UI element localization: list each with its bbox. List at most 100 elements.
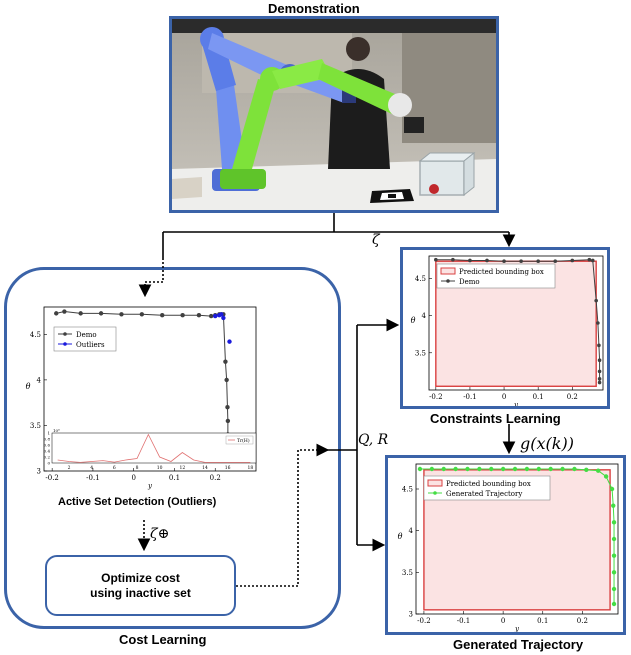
x-tick-label: -0.2: [417, 617, 431, 625]
x-axis-label: y: [514, 625, 520, 632]
data-point: [590, 258, 595, 263]
inset-x-tick-label: 2: [68, 465, 71, 471]
optimize-cost-box: Optimize cost using inactive set: [45, 555, 236, 616]
data-point: [611, 586, 617, 592]
legend-box: [53, 326, 117, 352]
data-point: [587, 257, 592, 262]
x-tick-label: -0.1: [86, 474, 100, 482]
y-tick-label: 3.5: [415, 349, 426, 357]
data-point: [221, 315, 226, 321]
data-point: [98, 311, 104, 316]
data-point: [595, 468, 601, 473]
x-axis-label: y: [147, 482, 153, 490]
y-axis-label: θ: [26, 382, 31, 391]
data-point: [429, 466, 435, 472]
inset-y-tick-label: 0.8: [44, 437, 51, 442]
zeta-plus-label: ζ⊕: [150, 526, 170, 542]
optimize-line-2: using inactive set: [90, 585, 191, 600]
x-tick-label: 0.2: [567, 393, 578, 401]
data-point: [548, 466, 553, 472]
arrow-into-cost: [138, 262, 164, 298]
legend-label: Demo: [459, 278, 480, 286]
y-tick-label: 4: [409, 527, 414, 535]
data-point: [208, 313, 214, 319]
arrow-demo-split: [162, 213, 516, 260]
cost-learning-title: Cost Learning: [119, 632, 207, 647]
data-point: [119, 312, 124, 317]
x-tick-label: 0.1: [169, 474, 180, 482]
legend-marker: [63, 332, 67, 336]
data-point: [609, 486, 615, 492]
inset-x-tick-label: 10: [157, 465, 163, 471]
data-point: [536, 466, 541, 472]
y-tick-label: 3: [37, 468, 41, 476]
y-axis-label: θ: [411, 316, 416, 325]
data-point: [597, 343, 601, 348]
legend-marker: [63, 342, 67, 346]
data-point: [451, 257, 455, 262]
demonstration-photo: [169, 16, 499, 213]
data-point: [224, 377, 229, 383]
legend-label: Predicted bounding box: [459, 268, 544, 276]
data-point: [536, 259, 540, 264]
data-point: [512, 466, 518, 472]
data-point: [417, 466, 423, 472]
demonstration-title: Demonstration: [268, 1, 360, 16]
data-point: [500, 466, 506, 472]
x-axis-label: y: [513, 401, 519, 406]
fiducial-marker-icon: [370, 189, 414, 203]
data-point: [465, 466, 470, 472]
legend-box: [423, 475, 551, 501]
data-point: [597, 369, 602, 374]
data-point: [213, 313, 218, 319]
data-point: [227, 339, 232, 344]
y-tick-label: 3.5: [402, 569, 413, 577]
data-point: [139, 312, 145, 317]
legend-marker: [446, 279, 450, 283]
data-point: [611, 570, 617, 575]
q-r-label: Q, R: [358, 432, 389, 448]
legend-swatch: [440, 267, 456, 275]
inset-x-tick-label: 16: [225, 465, 231, 471]
data-point: [597, 377, 602, 381]
inset-legend-label: Tr(H): [237, 437, 250, 444]
data-point: [485, 258, 489, 263]
robot-arm-green-icon: [220, 59, 424, 189]
y-tick-label: 4.5: [402, 486, 413, 494]
inset-y-tick-label: 0: [47, 461, 50, 466]
data-point: [219, 312, 224, 317]
y-tick-label: 3.5: [30, 422, 41, 430]
data-point: [611, 520, 617, 525]
inset-series-line: [57, 433, 251, 463]
data-point: [502, 259, 506, 264]
data-point: [584, 467, 589, 473]
legend-marker: [433, 491, 437, 495]
data-point: [603, 474, 609, 479]
legend-box: [436, 263, 556, 289]
data-point: [611, 601, 617, 607]
y-tick-label: 4: [422, 312, 427, 320]
data-point: [78, 311, 83, 316]
x-tick-label: 0: [502, 393, 506, 401]
active-set-title: Active Set Detection (Outliers): [58, 496, 217, 508]
data-point: [553, 259, 558, 264]
data-point: [54, 311, 59, 316]
zeta-label: ζ: [372, 232, 380, 248]
inset-x-tick-label: 4: [90, 465, 93, 471]
inset-y-tick-label: 0.2: [44, 455, 51, 460]
data-point: [223, 359, 228, 364]
robot-scene-illustration: [172, 19, 496, 210]
inset-y-tick-label: 0.4: [44, 449, 51, 454]
data-point: [62, 309, 67, 314]
inset-y-tick-label: 0.6: [44, 443, 51, 448]
optimize-line-1: Optimize cost: [101, 570, 180, 585]
data-point: [160, 313, 165, 318]
x-tick-label: -0.1: [457, 617, 471, 625]
y-tick-label: 4: [37, 376, 42, 384]
inset-x-tick-label: 18: [247, 465, 253, 471]
